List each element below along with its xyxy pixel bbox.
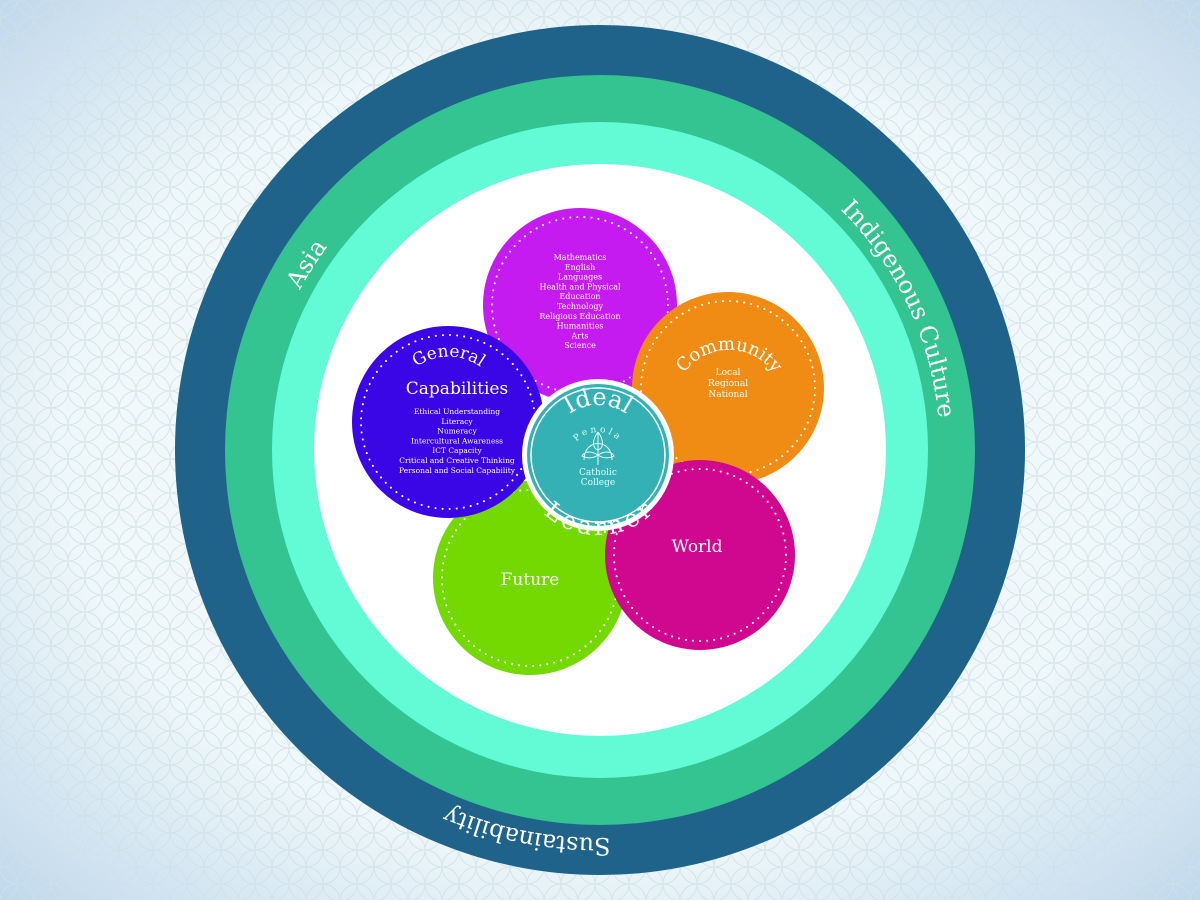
- penola-tree-logo-icon: [581, 431, 615, 465]
- capability-item: Numeracy: [437, 427, 477, 436]
- community-item: Regional: [708, 379, 748, 389]
- college-line1: Catholic: [579, 468, 617, 478]
- community-item: National: [708, 390, 747, 400]
- capability-item: Intercultural Awareness: [411, 436, 503, 445]
- general-title-line2: Capabilities: [406, 379, 508, 399]
- subject-item: Health and Physical: [539, 282, 621, 291]
- center-ideal-learner: Ideal Learner Penola Catholic College: [522, 379, 674, 541]
- subject-item: Science: [564, 341, 596, 350]
- subject-item: Arts: [571, 331, 589, 340]
- future-title: Future: [501, 570, 560, 590]
- capability-item: Literacy: [441, 417, 473, 426]
- subject-item: Religious Education: [539, 312, 620, 321]
- capability-item: ICT Capacity: [432, 446, 482, 455]
- capability-item: Personal and Social Capability: [399, 466, 516, 475]
- subject-item: Education: [559, 292, 600, 301]
- subject-item: Mathematics: [554, 253, 607, 262]
- subject-item: Technology: [557, 302, 604, 311]
- petal-general-capabilities: General Capabilities Ethical Understandi…: [352, 326, 544, 518]
- college-line2: College: [581, 478, 615, 488]
- community-item: Local: [716, 368, 741, 378]
- subject-item: Languages: [558, 273, 602, 282]
- world-title: World: [672, 537, 723, 557]
- subject-item: Humanities: [557, 322, 604, 331]
- subject-item: English: [565, 263, 596, 272]
- capability-item: Critical and Creative Thinking: [399, 456, 515, 465]
- capability-item: Ethical Understanding: [414, 407, 500, 416]
